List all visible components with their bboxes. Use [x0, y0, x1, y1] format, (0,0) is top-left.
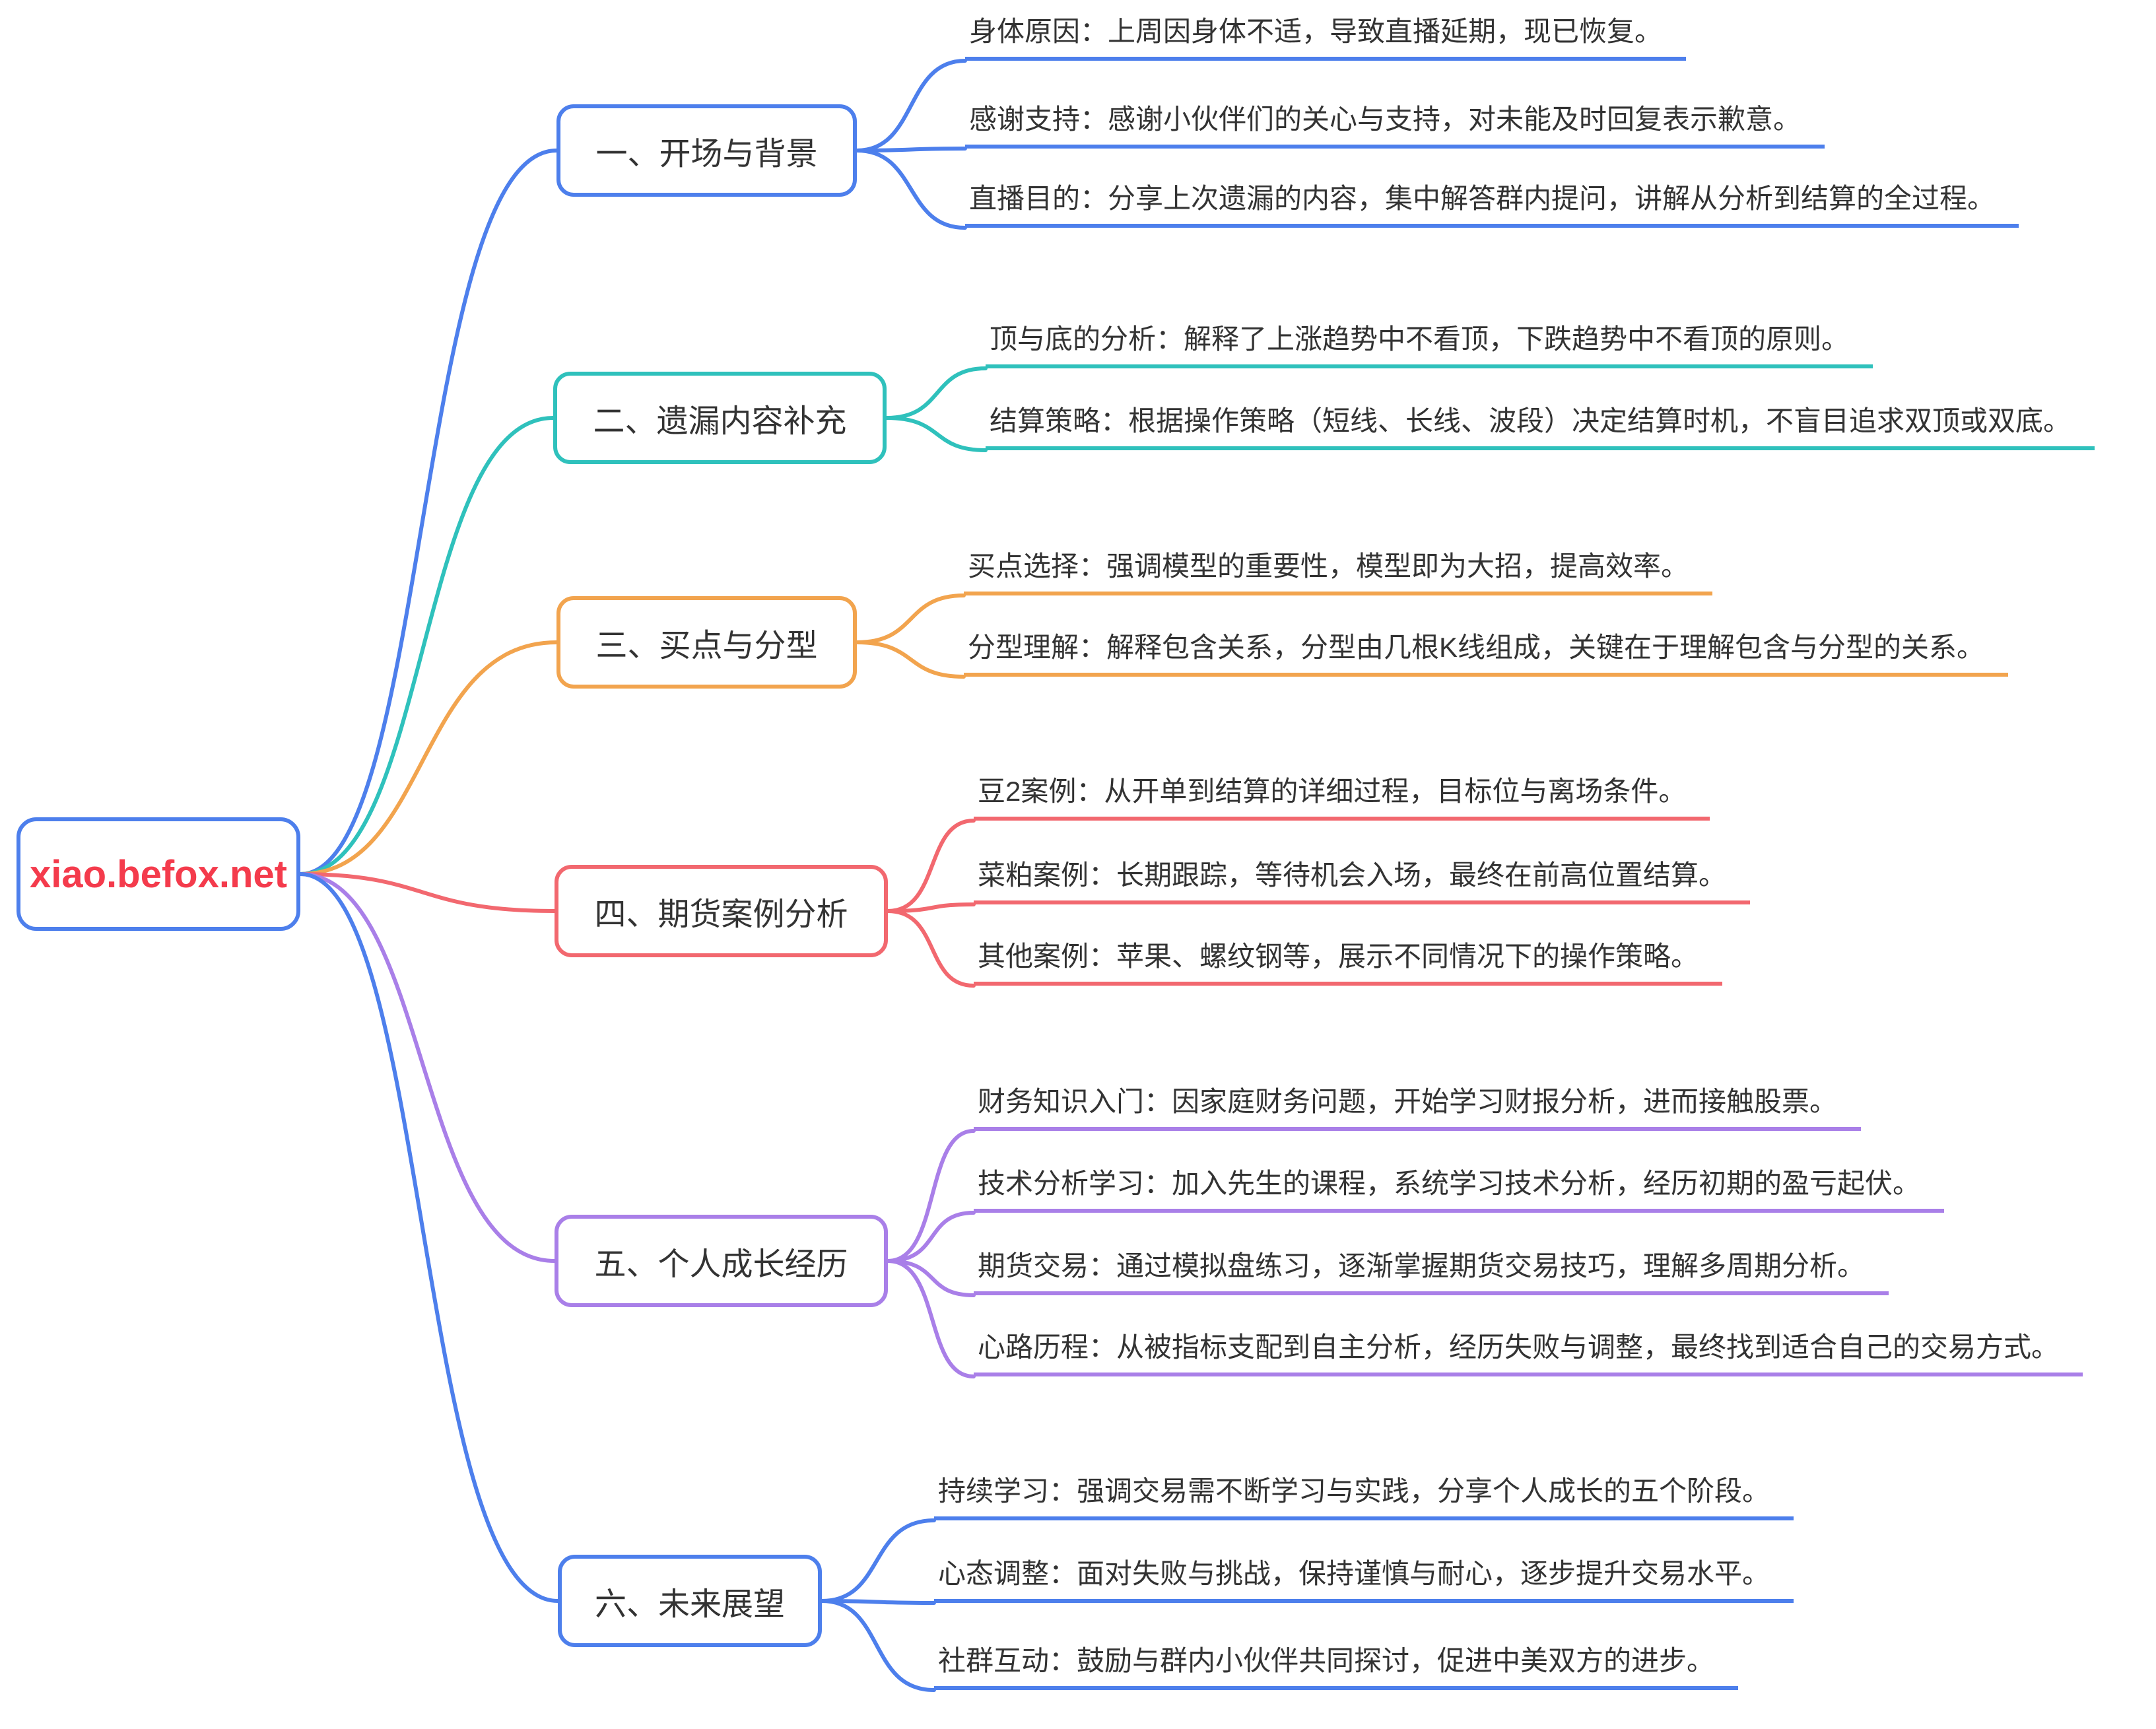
connector-b6-leaf-1: [820, 1518, 936, 1603]
leaf-node-1-2[interactable]: 感谢支持：感谢小伙伴们的关心与支持，对未能及时回复表示歉意。: [965, 104, 1825, 149]
branch-node-2-label: 二、遗漏内容补充: [593, 404, 847, 439]
root-node-label: xiao.befox.net: [30, 852, 287, 896]
branch-node-3[interactable]: 三、买点与分型: [556, 596, 857, 689]
branch-node-4-label: 四、期货案例分析: [594, 897, 848, 932]
leaf-node-2-2[interactable]: 结算策略：根据操作策略（短线、长线、波段）决定结算时机，不盲目追求双顶或双底。: [986, 405, 2095, 451]
leaf-node-4-1[interactable]: 豆2案例：从开单到结算的详细过程，目标位与离场条件。: [974, 776, 1710, 821]
leaf-node-2-1[interactable]: 顶与底的分析：解释了上涨趋势中不看顶，下跌趋势中不看顶的原则。: [986, 323, 1873, 369]
leaf-node-5-3[interactable]: 期货交易：通过模拟盘练习，逐渐掌握期货交易技巧，理解多周期分析。: [974, 1250, 1889, 1296]
leaf-node-4-2[interactable]: 菜粕案例：长期跟踪，等待机会入场，最终在前高位置结算。: [974, 860, 1751, 905]
branch-node-5[interactable]: 五、个人成长经历: [555, 1215, 888, 1307]
connector-root-branch-2: [298, 416, 555, 876]
connector-b3-leaf-2: [855, 640, 966, 679]
connector-b3-leaf-1: [855, 593, 966, 644]
leaf-node-3-2[interactable]: 分型理解：解释包含关系，分型由几根K线组成，关键在于理解包含与分型的关系。: [964, 632, 2009, 677]
connector-b5-leaf-3: [886, 1259, 976, 1297]
connector-b1-leaf-3: [855, 149, 967, 230]
connector-b5-leaf-2: [886, 1211, 976, 1263]
branch-node-2[interactable]: 二、遗漏内容补充: [553, 372, 887, 464]
branch-node-5-label: 五、个人成长经历: [594, 1247, 848, 1282]
branch-node-6[interactable]: 六、未来展望: [558, 1555, 822, 1647]
connector-root-branch-5: [298, 872, 556, 1263]
connector-b1-leaf-1: [855, 59, 967, 153]
branch-node-1[interactable]: 一、开场与背景: [556, 104, 857, 197]
connector-b2-leaf-2: [885, 416, 988, 452]
connector-b5-leaf-1: [886, 1129, 976, 1263]
branch-node-1-label: 一、开场与背景: [595, 137, 818, 172]
branch-node-3-label: 三、买点与分型: [595, 628, 818, 663]
connector-b6-leaf-3: [820, 1599, 936, 1692]
leaf-node-5-2[interactable]: 技术分析学习：加入先生的课程，系统学习技术分析，经历初期的盈亏起伏。: [974, 1168, 1945, 1213]
leaf-node-5-4[interactable]: 心路历程：从被指标支配到自主分析，经历失败与调整，最终找到适合自己的交易方式。: [974, 1332, 2083, 1377]
branch-node-6-label: 六、未来展望: [594, 1587, 785, 1622]
connector-b5-leaf-4: [886, 1259, 976, 1378]
leaf-node-1-3[interactable]: 直播目的：分享上次遗漏的内容，集中解答群内提问，讲解从分析到结算的全过程。: [965, 183, 2019, 228]
leaf-node-5-1[interactable]: 财务知识入门：因家庭财务问题，开始学习财报分析，进而接触股票。: [974, 1086, 1862, 1132]
connector-b6-leaf-2: [820, 1599, 936, 1605]
leaf-node-6-3[interactable]: 社群互动：鼓励与群内小伙伴共同探讨，促进中美双方的进步。: [934, 1645, 1739, 1691]
connector-root-branch-3: [298, 640, 558, 876]
connector-root-branch-6: [298, 872, 560, 1603]
connector-b4-leaf-2: [886, 902, 976, 913]
connector-b4-leaf-1: [886, 819, 976, 913]
leaf-node-4-3[interactable]: 其他案例：苹果、螺纹钢等，展示不同情况下的操作策略。: [974, 941, 1723, 986]
root-node[interactable]: xiao.befox.net: [17, 817, 300, 931]
connector-b4-leaf-3: [886, 909, 976, 988]
connector-root-branch-4: [298, 872, 556, 913]
leaf-node-6-1[interactable]: 持续学习：强调交易需不断学习与实践，分享个人成长的五个阶段。: [934, 1475, 1794, 1521]
leaf-node-3-1[interactable]: 买点选择：强调模型的重要性，模型即为大招，提高效率。: [964, 551, 1713, 596]
connector-root-branch-1: [298, 149, 558, 876]
connector-b2-leaf-1: [885, 366, 988, 420]
connector-b1-leaf-2: [855, 147, 967, 153]
branch-node-4[interactable]: 四、期货案例分析: [555, 865, 888, 957]
leaf-node-1-1[interactable]: 身体原因：上周因身体不适，导致直播延期，现已恢复。: [965, 16, 1687, 61]
leaf-node-6-2[interactable]: 心态调整：面对失败与挑战，保持谨慎与耐心，逐步提升交易水平。: [934, 1558, 1794, 1604]
